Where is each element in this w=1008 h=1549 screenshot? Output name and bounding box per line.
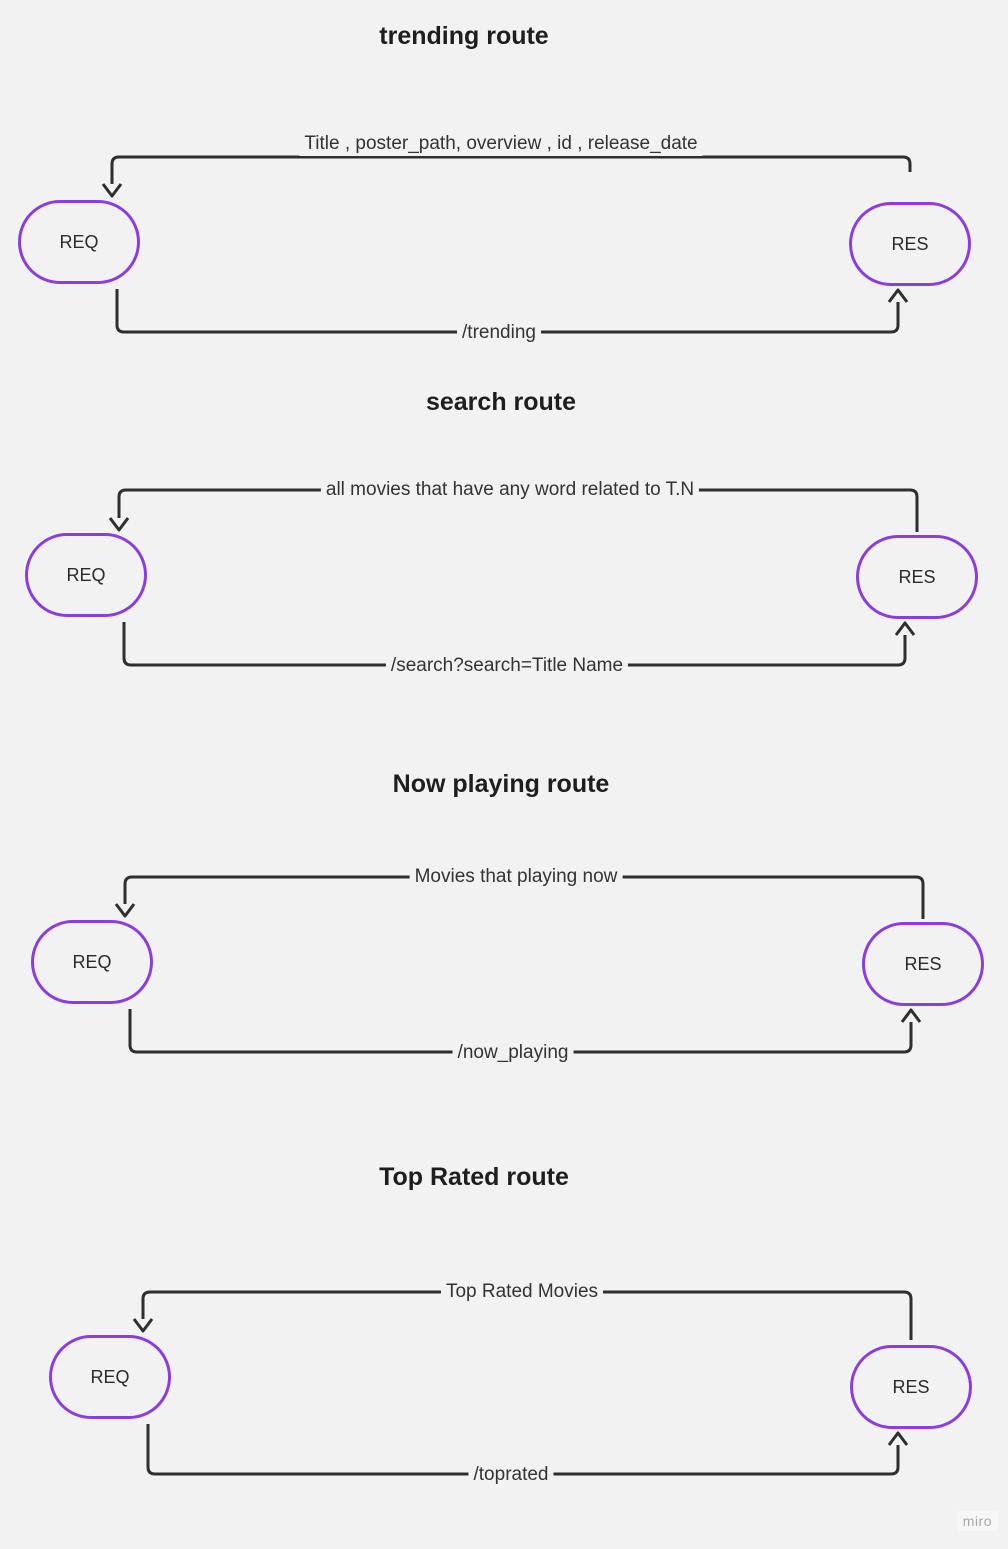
- section-title: Top Rated route: [379, 1163, 569, 1191]
- section-title: search route: [425, 388, 577, 416]
- req-node[interactable]: REQ: [49, 1335, 171, 1419]
- req-label: REQ: [90, 1366, 130, 1387]
- response-arrowhead: [108, 517, 130, 532]
- req-label: REQ: [66, 564, 106, 585]
- response-arrowhead: [132, 1318, 154, 1333]
- trending-route-section: trending route REQ RES Title , poster_pa…: [0, 16, 1008, 396]
- search-route-section: search route REQ RES all movies that hav…: [0, 382, 1008, 762]
- request-label: /toprated: [468, 1463, 554, 1487]
- res-label: RES: [892, 1376, 930, 1397]
- req-label: REQ: [72, 951, 112, 972]
- top-rated-route-section: Top Rated route REQ RES Top Rated Movies…: [0, 1157, 1008, 1537]
- request-arrowhead: [887, 1431, 909, 1446]
- now-playing-route-section: Now playing route REQ RES Movies that pl…: [0, 764, 1008, 1144]
- res-node[interactable]: RES: [856, 535, 978, 619]
- res-node[interactable]: RES: [862, 922, 984, 1006]
- response-arrowhead: [114, 903, 136, 918]
- request-arrowhead: [894, 621, 916, 636]
- response-label: Movies that playing now: [409, 865, 623, 889]
- request-arrowhead: [900, 1008, 922, 1023]
- response-label: Title , poster_path, overview , id , rel…: [299, 132, 703, 156]
- req-node[interactable]: REQ: [25, 533, 147, 617]
- response-label: Top Rated Movies: [440, 1280, 604, 1304]
- request-label: /now_playing: [452, 1041, 574, 1065]
- response-arrow-line: [110, 155, 912, 184]
- miro-watermark: miro: [956, 1511, 998, 1531]
- res-label: RES: [898, 566, 936, 587]
- request-label: /search?search=Title Name: [385, 654, 629, 678]
- response-arrowhead: [101, 183, 123, 198]
- res-label: RES: [891, 233, 929, 254]
- req-node[interactable]: REQ: [31, 920, 153, 1004]
- section-title: Now playing route: [392, 770, 610, 798]
- response-label: all movies that have any word related to…: [320, 478, 700, 502]
- section-title: trending route: [379, 22, 549, 50]
- request-label: /trending: [457, 321, 541, 345]
- req-label: REQ: [59, 231, 99, 252]
- request-arrowhead: [887, 288, 909, 303]
- res-node[interactable]: RES: [849, 202, 971, 286]
- req-node[interactable]: REQ: [18, 200, 140, 284]
- res-node[interactable]: RES: [850, 1345, 972, 1429]
- res-label: RES: [904, 953, 942, 974]
